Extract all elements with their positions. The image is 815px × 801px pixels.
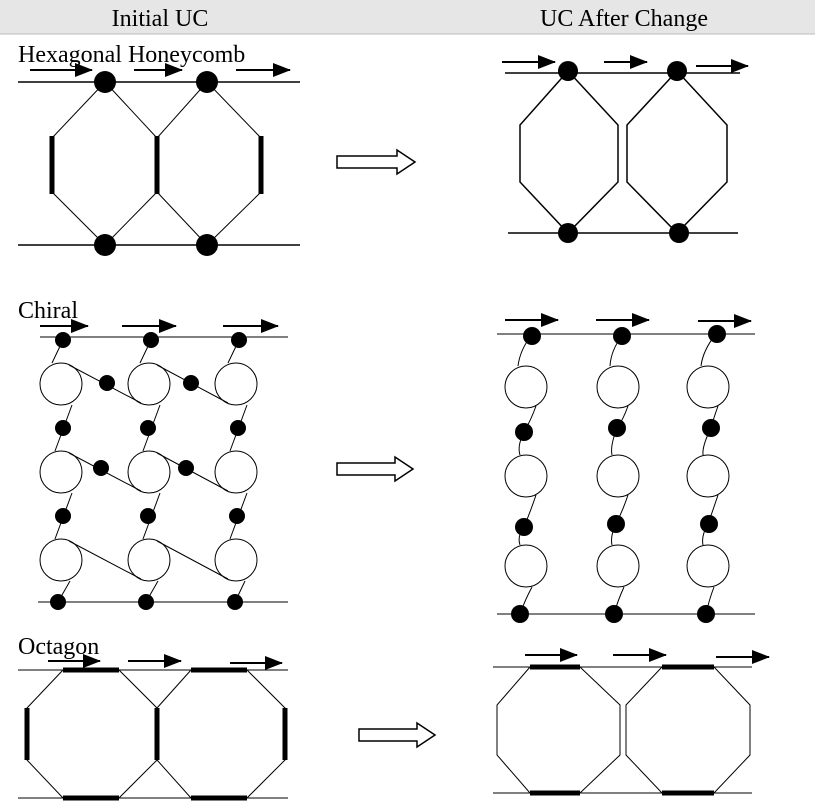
transform-arrow-icon (336, 455, 415, 483)
row-label-hexagonal: Hexagonal Honeycomb (18, 42, 245, 68)
header-uc-after-change: UC After Change (540, 6, 708, 32)
chiral-initial-nodes (50, 332, 247, 610)
row-label-octagon: Octagon (18, 634, 99, 660)
chiral-after-nodes (511, 325, 726, 623)
row-label-chiral: Chiral (18, 298, 78, 324)
transform-arrow-icon (358, 721, 437, 749)
chiral-initial-diagram (38, 336, 288, 603)
transform-arrow-icon (336, 148, 417, 176)
hexagon-after-arrows (502, 55, 749, 73)
chiral-after-diagram (497, 333, 755, 615)
hexagon-after-nodes (558, 61, 689, 243)
octagon-after-arrows (525, 648, 770, 664)
octagon-after-diagram (493, 664, 752, 796)
hexagon-initial-diagram (18, 81, 300, 246)
chiral-after-arrows (505, 313, 752, 328)
hexagon-initial-nodes (94, 71, 218, 256)
header-initial-uc: Initial UC (112, 6, 209, 32)
hexagon-after-diagram (505, 70, 740, 235)
header-band (0, 0, 815, 34)
octagon-initial-diagram (18, 667, 288, 801)
octagon-initial-arrows (48, 654, 283, 670)
